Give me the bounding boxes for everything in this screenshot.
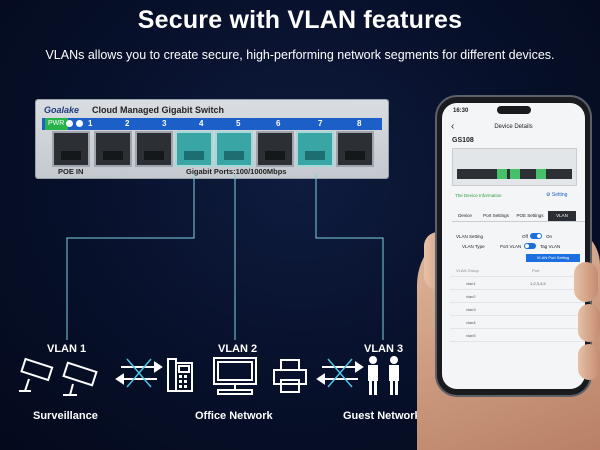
port-number-8: 8 [357,119,362,128]
desk-phone-icon [167,358,193,392]
power-led [66,120,73,127]
row-group: vlan4 [466,320,476,325]
port-number-7: 7 [318,119,323,128]
page-title: Secure with VLAN features [137,6,463,34]
gear-icon: ⚙ [546,192,551,198]
ethernet-port-7 [296,131,334,167]
setting-label: Setting [551,192,568,198]
network-switch: Goalake Cloud Managed Gigabit Switch PWR… [36,100,388,178]
printer-icon [273,359,307,393]
vlan-setting-toggle[interactable] [530,233,542,239]
tab-port-settings[interactable]: Port Settings [483,213,509,218]
finger-1 [574,262,598,302]
tab-bar: Device Port Settings POE Settings VLAN [452,211,585,222]
row-group: vlan5 [466,333,476,338]
table-row[interactable]: vlan5 [450,328,585,342]
row-group: vlan1 [466,281,476,286]
row-group: vlan2 [466,294,476,299]
table-row[interactable]: vlan2 [450,289,585,302]
row-port: 1,2,3,4,5 [530,281,546,286]
blocked-connection-icon-2 [316,358,364,388]
blocked-connection-icon-1 [115,358,163,388]
tab-device[interactable]: Device [458,213,472,218]
device-info-link[interactable]: The Device Information [455,193,502,198]
vlan-type-label: VLAN Type [462,244,485,249]
vlan1-line [66,174,195,340]
page-subtitle: VLANs allows you to create secure, high-… [45,48,555,62]
row-group: vlan3 [466,307,476,312]
table-row[interactable]: vlan3 [450,302,585,315]
ethernet-port-5 [215,131,253,167]
tab-poe-settings[interactable]: POE Settings [516,213,544,218]
guest-network-label: Guest Network [343,410,421,422]
gigabit-ports-label: Gigabit Ports:100/1000Mbps [186,167,287,176]
surveillance-camera-icon [19,357,98,396]
vlan3-line [315,174,384,340]
ethernet-port-1 [52,131,90,167]
phone-notch [497,106,531,114]
port-number-1: 1 [88,119,93,128]
vlan3-label: VLAN 3 [364,343,404,355]
vlan1-label: VLAN 1 [47,343,87,355]
vlan-port-setting-button[interactable]: VLAN Port Setting [526,254,580,262]
col-vlan-group: VLAN Group [456,268,479,273]
port-number-4: 4 [199,119,204,128]
on-label: On [546,234,553,239]
tab-vlan[interactable]: VLAN [548,211,576,221]
col-port: Port [532,268,540,273]
surveillance-label: Surveillance [33,410,98,422]
phone-screen: 16:30 ‹ Device Details GS108 The Device … [442,103,585,389]
pwr-indicator: PWR [45,118,69,130]
vlan2-label: VLAN 2 [218,343,258,355]
port-number-2: 2 [125,119,130,128]
vlan-setting-label: VLAN Setting [456,234,484,239]
port-number-5: 5 [236,119,241,128]
guest-people-icon [368,356,399,395]
off-label: Off [522,234,528,239]
port-number-6: 6 [276,119,281,128]
office-network-label: Office Network [195,410,273,422]
ethernet-port-6 [256,131,294,167]
tag-vlan-label: Tag VLAN [540,244,561,249]
port-led-1 [76,120,83,127]
port-vlan-label: Port VLAN [500,244,522,249]
switch-led-strip [42,118,382,130]
ethernet-port-4 [175,131,213,167]
back-icon[interactable]: ‹ [451,121,455,132]
poe-in-label: POE IN [58,167,84,176]
table-row[interactable]: vlan1 1,2,3,4,5 [450,276,585,289]
table-row[interactable]: vlan4 [450,315,585,328]
computer-icon [213,357,257,395]
switch-brand: Goalake [44,105,80,115]
port-number-3: 3 [162,119,167,128]
ethernet-port-2 [94,131,132,167]
switch-thumbnail [452,148,577,186]
ethernet-port-3 [135,131,173,167]
setting-link[interactable]: ⚙ Setting [546,192,567,198]
switch-model: Cloud Managed Gigabit Switch [92,105,225,115]
finger-2 [578,304,600,342]
finger-3 [578,344,600,380]
ethernet-port-8 [336,131,374,167]
vlan-type-toggle[interactable] [524,243,536,249]
status-time: 16:30 [453,108,469,114]
screen-header: Device Details [494,124,533,130]
device-name: GS108 [452,137,474,144]
